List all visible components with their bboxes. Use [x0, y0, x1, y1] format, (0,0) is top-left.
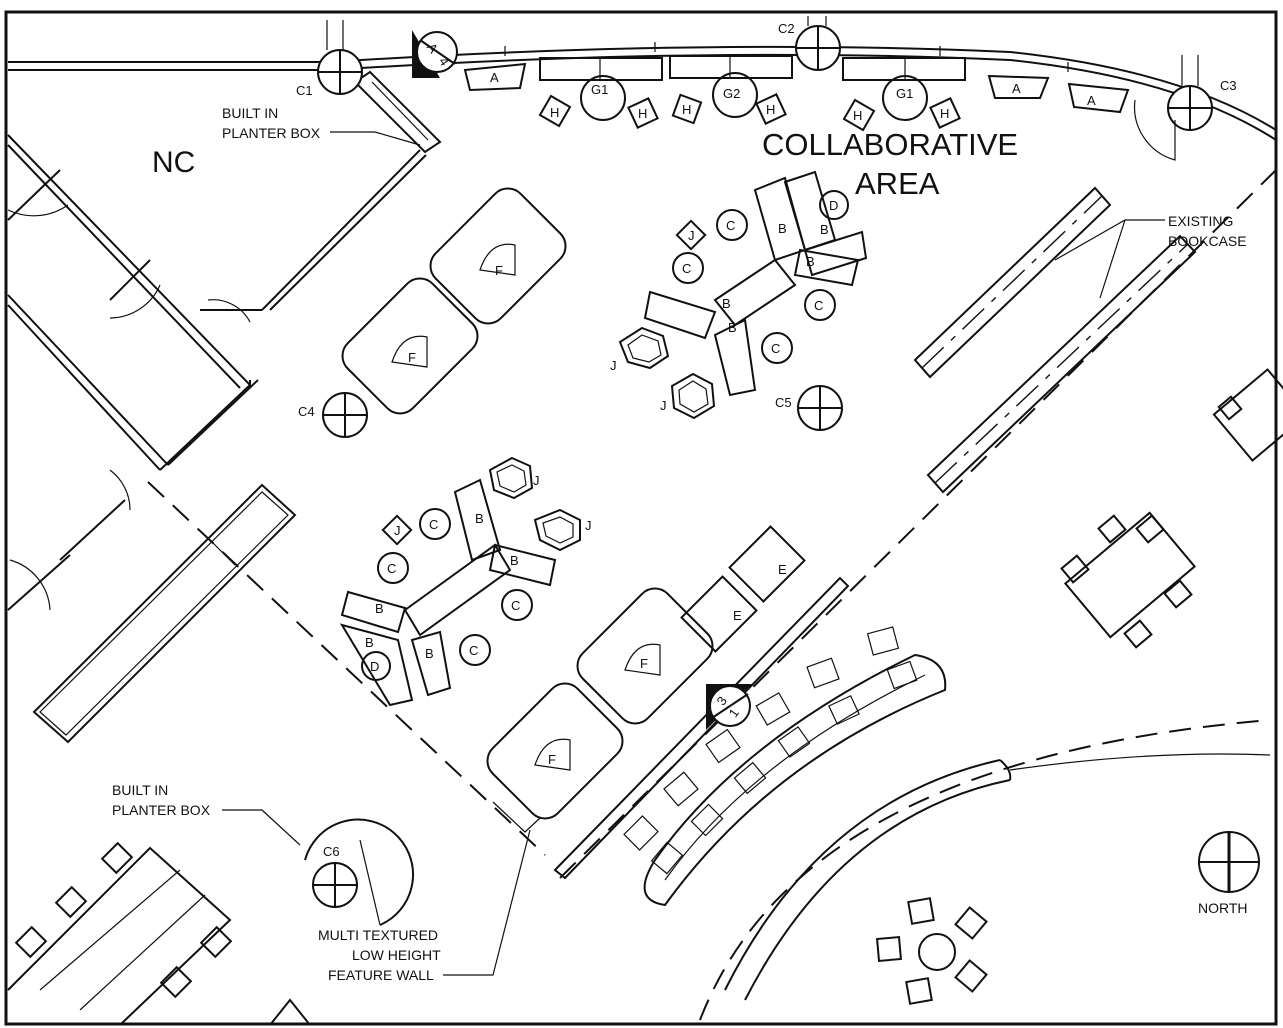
nc-room-walls — [7, 134, 427, 611]
furniture-tag: G1 — [896, 86, 913, 101]
furniture-tag: C — [682, 261, 691, 276]
furniture-tag: C — [429, 517, 438, 532]
note-planter-bottom-2: PLANTER BOX — [112, 802, 211, 818]
column-label-c1: C1 — [296, 83, 313, 98]
column-label-c4: C4 — [298, 404, 315, 419]
furniture-tag: B — [778, 221, 787, 236]
column-c6: C6 — [304, 818, 414, 926]
section-marker-a4: A 4 — [412, 30, 458, 78]
note-bookcase-2: BOOKCASE — [1168, 233, 1247, 249]
room-label-nc: NC — [152, 146, 195, 179]
sheet-border — [4, 10, 1278, 1026]
note-planter-top-1: BUILT IN — [222, 105, 278, 121]
curved-bar-counter — [623, 626, 947, 907]
lounge-chairs-e: E E — [680, 525, 806, 653]
furniture-tag: F — [408, 350, 416, 365]
furniture-tag: J — [610, 358, 617, 373]
sofa-group-lower: F F — [486, 587, 714, 820]
furniture-tag: H — [638, 106, 647, 121]
furniture-tag: B — [728, 320, 737, 335]
desks-bottom-left — [7, 841, 311, 1026]
planter-box-top — [353, 70, 442, 154]
furniture-tag: J — [688, 228, 695, 243]
column-c3: C3 — [1133, 55, 1237, 161]
area-label-line1: COLLABORATIVE — [762, 127, 1018, 162]
note-planter-bottom-1: BUILT IN — [112, 782, 168, 798]
table-right-middle — [1060, 511, 1197, 649]
round-room-wall — [724, 753, 1271, 1001]
leader-lines — [222, 131, 1165, 976]
round-room-boundary — [699, 719, 1271, 1021]
furniture-tag: B — [475, 511, 484, 526]
stools-j: J J J J — [488, 326, 716, 552]
furniture-tag: H — [550, 105, 559, 120]
column-label-c6: C6 — [323, 844, 340, 859]
furniture-tag: C — [726, 218, 735, 233]
note-planter-top-2: PLANTER BOX — [222, 125, 321, 141]
section-marker-31: 3 1 — [706, 684, 752, 730]
workstation-cluster-upper: B B B B B C C C C D J — [643, 170, 868, 397]
column-c5: C5 — [775, 385, 843, 431]
note-wall-2: LOW HEIGHT — [352, 947, 441, 963]
north-arrow: NORTH — [1198, 831, 1260, 916]
column-c4: C4 — [298, 392, 368, 438]
table-right-upper — [1212, 368, 1283, 462]
furniture-tag: F — [495, 263, 503, 278]
furniture-tag: H — [853, 108, 862, 123]
furniture-tag: B — [722, 296, 731, 311]
furniture-tag: H — [940, 106, 949, 121]
furniture-tag: J — [585, 518, 592, 533]
furniture-tag: E — [778, 562, 787, 577]
furniture-tag: A — [1012, 81, 1021, 96]
column-label-c5: C5 — [775, 395, 792, 410]
furniture-tag: B — [820, 222, 829, 237]
feature-wall — [492, 576, 850, 880]
furniture-tag: J — [533, 473, 540, 488]
furniture-tag: F — [640, 656, 648, 671]
furniture-tag: A — [490, 70, 499, 85]
column-c1: C1 — [296, 20, 363, 98]
note-bookcase-1: EXISTING — [1168, 213, 1233, 229]
furniture-tag: E — [733, 608, 742, 623]
furniture-tag: H — [766, 102, 775, 117]
round-table-group — [875, 897, 988, 1005]
north-label: NORTH — [1198, 900, 1248, 916]
furniture-tag: C — [771, 341, 780, 356]
furniture-tag: B — [806, 254, 815, 269]
top-row-seating: A G1 G2 G1 A A H H H H H H — [463, 55, 1130, 132]
furniture-tag: C — [814, 298, 823, 313]
zone-boundary — [147, 481, 546, 856]
furniture-tag: D — [370, 659, 379, 674]
furniture-tag: C — [387, 561, 396, 576]
furniture-tag: F — [548, 752, 556, 767]
furniture-tag: B — [365, 635, 374, 650]
sofa-group-upper: F F — [341, 187, 567, 415]
column-label-c3: C3 — [1220, 78, 1237, 93]
furniture-tag: B — [375, 601, 384, 616]
column-c2: C2 — [778, 16, 841, 71]
workstation-cluster-lower: B B B B B C C C C D J — [339, 478, 557, 707]
furniture-tag: B — [510, 553, 519, 568]
note-wall-3: FEATURE WALL — [328, 967, 434, 983]
furniture-tag: H — [682, 102, 691, 117]
furniture-tag: A — [1087, 93, 1096, 108]
area-label-line2: AREA — [855, 166, 940, 201]
furniture-tag: D — [829, 198, 838, 213]
furniture-tag: G1 — [591, 82, 608, 97]
furniture-tag: C — [469, 643, 478, 658]
note-wall-1: MULTI TEXTURED — [318, 927, 438, 943]
furniture-tag: J — [394, 523, 401, 538]
furniture-tag: G2 — [723, 86, 740, 101]
furniture-tag: B — [425, 646, 434, 661]
furniture-tag: J — [660, 398, 667, 413]
existing-bookcases — [913, 186, 1197, 494]
column-label-c2: C2 — [778, 21, 795, 36]
furniture-tag: C — [511, 598, 520, 613]
long-counter-left — [32, 483, 297, 744]
